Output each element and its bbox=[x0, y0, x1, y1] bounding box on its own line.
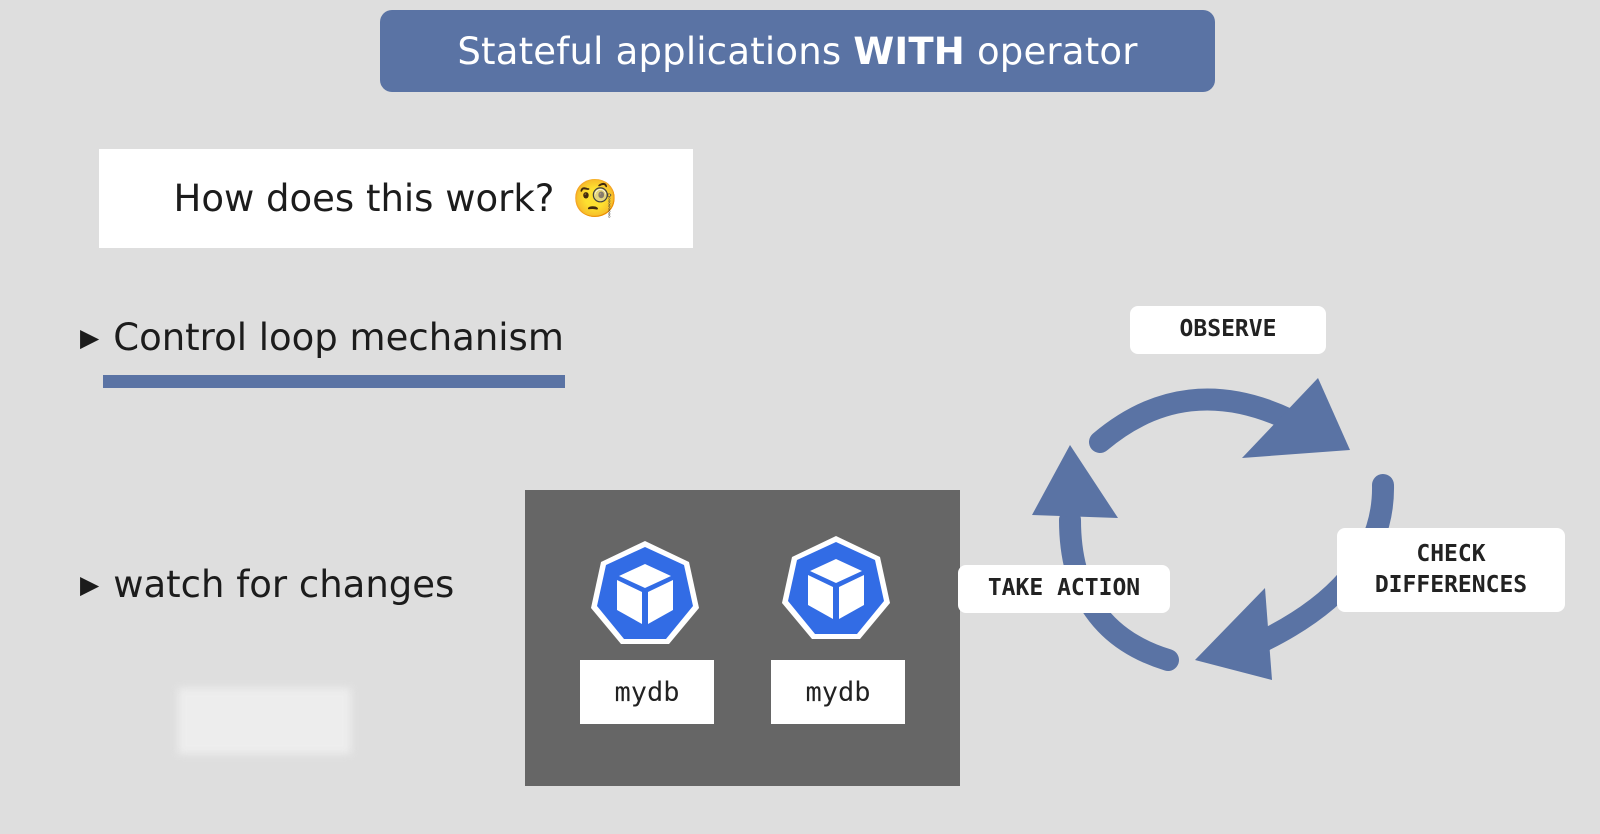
arrowhead-top-icon bbox=[1242, 378, 1350, 458]
question-text: How does this work? bbox=[173, 177, 555, 220]
arrowhead-left-icon bbox=[1032, 445, 1118, 518]
title-text-before: Stateful applications bbox=[457, 29, 842, 73]
bullet-triangle-icon: ▶ bbox=[80, 323, 100, 352]
bullet-text: watch for changes bbox=[113, 563, 455, 606]
step-check-line1: CHECK bbox=[1416, 540, 1486, 567]
monocle-face-emoji-icon: 🧐 bbox=[572, 176, 619, 220]
bullet-underline bbox=[103, 375, 565, 388]
question-box: How does this work? 🧐 bbox=[99, 149, 693, 248]
step-check-line2: DIFFERENCES bbox=[1374, 572, 1528, 598]
cluster-box bbox=[525, 490, 960, 786]
step-check-differences-label: CHECK DIFFERENCES bbox=[1337, 528, 1565, 612]
pod-label: mydb bbox=[771, 660, 905, 724]
pod-label: mydb bbox=[580, 660, 714, 724]
step-observe-label: OBSERVE bbox=[1130, 306, 1326, 354]
cycle-arrow-top bbox=[1089, 388, 1301, 453]
pod-cube-icon bbox=[591, 541, 699, 644]
bullet-watch-changes: ▶ watch for changes bbox=[80, 563, 454, 606]
title-text-bold: WITH bbox=[853, 29, 965, 73]
bullet-text: Control loop mechanism bbox=[113, 316, 564, 359]
step-take-action-label: TAKE ACTION bbox=[958, 565, 1170, 613]
arrowhead-right-icon bbox=[1195, 588, 1272, 680]
pod-cube-icon bbox=[782, 536, 890, 639]
slide-title-banner: Stateful applications WITH operator bbox=[380, 10, 1215, 92]
title-text-after: operator bbox=[976, 29, 1138, 73]
bullet-control-loop: ▶ Control loop mechanism bbox=[80, 316, 564, 359]
blurred-overlay bbox=[178, 688, 351, 754]
bullet-triangle-icon: ▶ bbox=[80, 570, 100, 599]
control-loop-cycle-arrows bbox=[1032, 378, 1395, 680]
